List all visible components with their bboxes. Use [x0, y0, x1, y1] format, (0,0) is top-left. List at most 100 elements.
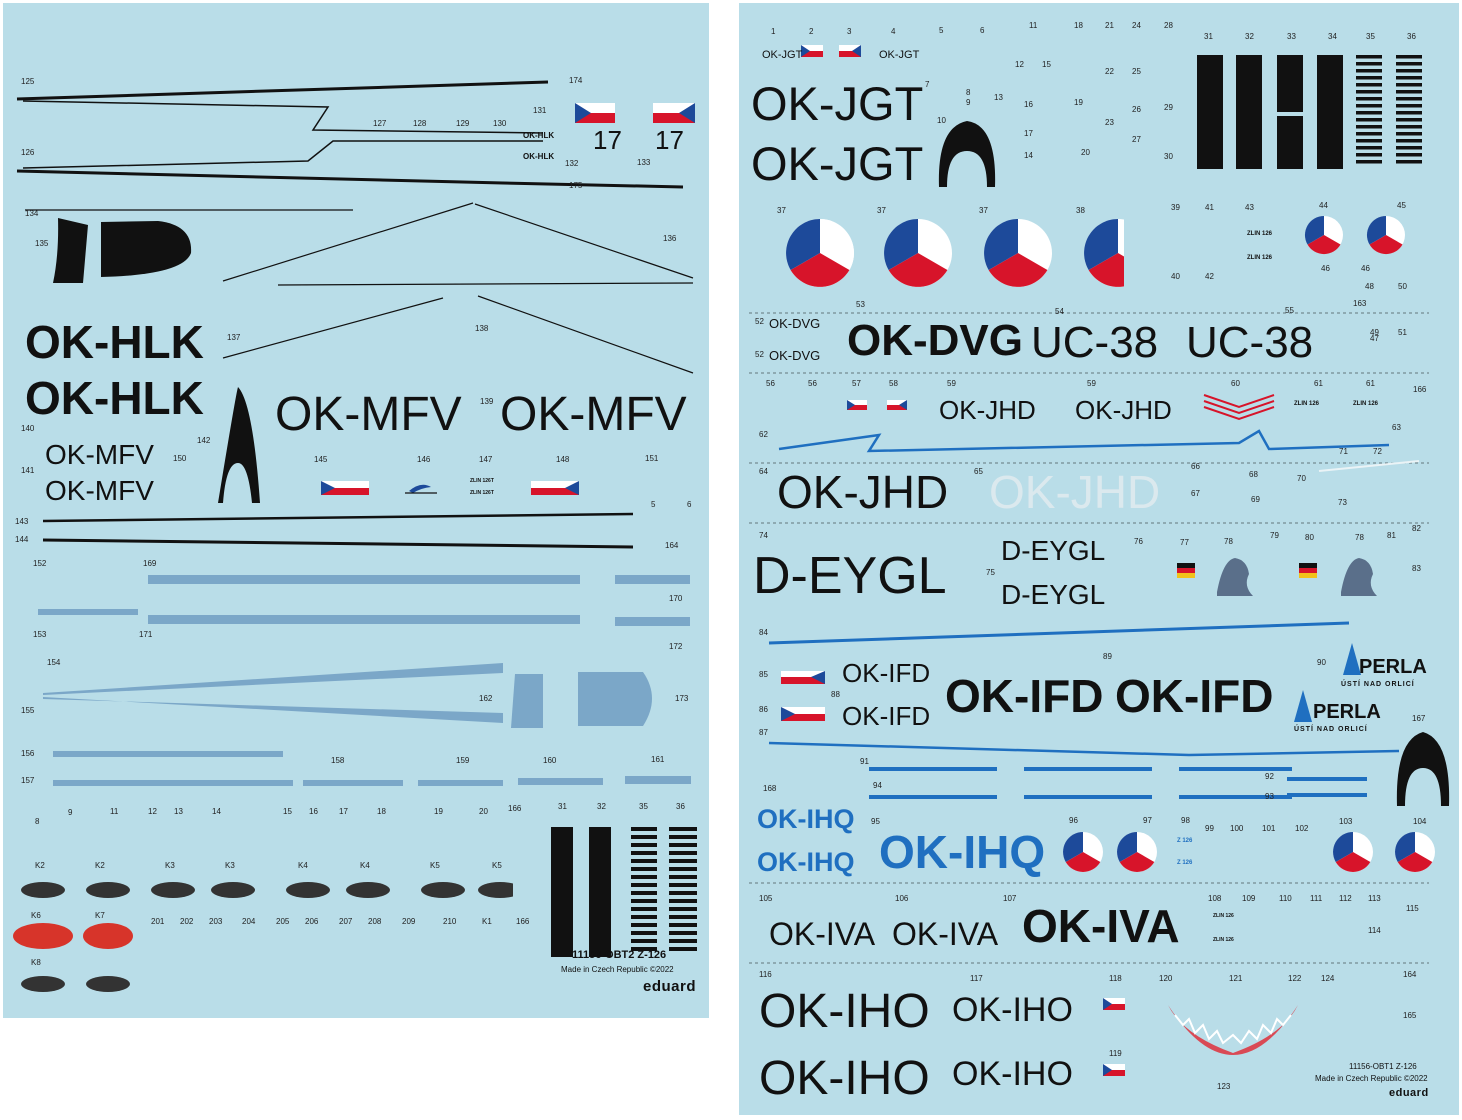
decal-number: 10	[937, 116, 946, 125]
decal-number: 41	[1205, 203, 1214, 212]
czech-flag-decal	[1103, 998, 1125, 1076]
decal-number: 35	[1366, 32, 1375, 41]
decal-number: 148	[556, 455, 570, 464]
decal-number: 153	[33, 630, 47, 639]
decal-number: 126	[21, 148, 35, 157]
registration-decal: OK-IHO	[952, 991, 1073, 1029]
walkway-bar-decals	[551, 827, 611, 957]
decal-number: 121	[1229, 974, 1243, 983]
zlin-logo-decal: ZLIN 126	[1294, 401, 1320, 407]
registration-decal: OK-JHD	[989, 466, 1161, 518]
decal-number: 24	[1132, 21, 1141, 30]
decal-number: 168	[763, 784, 777, 793]
decal-number: 175	[569, 181, 583, 190]
registration-decal: OK-DVG	[847, 316, 1023, 365]
decal-number: 146	[417, 455, 431, 464]
registration-decal: OK-IVA	[892, 916, 999, 952]
decal-number: 160	[543, 756, 557, 765]
registration-decal: OK-JHD	[777, 466, 949, 518]
decal-number: 19	[1074, 98, 1083, 107]
decal-number: 118	[1109, 974, 1122, 983]
cheatline-decals	[16, 80, 694, 549]
decal-number: 68	[1249, 470, 1258, 479]
decal-number: 205	[276, 917, 290, 926]
decal-number: 155	[21, 706, 35, 715]
decal-number: 78	[1224, 537, 1233, 546]
decal-number: 52	[755, 350, 764, 359]
stripe-decal	[303, 780, 403, 786]
wing-stripe-decal	[43, 663, 503, 723]
decal-number: 37	[777, 206, 786, 215]
stripe-decal	[53, 780, 293, 786]
decal-number: 31	[1204, 32, 1213, 41]
decal-number: 35	[639, 802, 648, 811]
decal-number: K2	[35, 861, 45, 870]
decal-number: K7	[95, 911, 105, 920]
decal-number: 8	[966, 88, 971, 97]
perla-logo-text: PERLA	[1359, 656, 1427, 678]
decal-number: 144	[15, 535, 29, 544]
decal-number: 167	[1412, 714, 1426, 723]
decal-number: 114	[1368, 926, 1381, 935]
decal-number: K8	[31, 958, 41, 967]
decal-number: 98	[1181, 816, 1190, 825]
decal-number: 8	[35, 817, 40, 826]
decal-number: 61	[1314, 379, 1323, 388]
registration-decal: OK-JGT	[751, 137, 924, 190]
decal-number: 152	[33, 559, 47, 568]
registration-decal: D-EYGL	[1001, 579, 1106, 610]
decal-number: 44	[1319, 201, 1328, 210]
decal-number: 58	[889, 379, 898, 388]
decal-number: 86	[759, 705, 768, 714]
zlin-logo-decal: ZLIN 126	[1213, 913, 1234, 919]
registration-decal: OK-MFV	[45, 475, 154, 506]
decal-number: 67	[1191, 489, 1200, 498]
german-flag-decal	[1177, 563, 1317, 578]
decal-number: 151	[645, 454, 659, 463]
tail-fin-decal	[938, 121, 996, 187]
decal-number: 169	[143, 559, 157, 568]
decal-number: 105	[759, 894, 773, 903]
decal-number: 60	[1231, 379, 1240, 388]
decal-number: 33	[1287, 32, 1296, 41]
decal-number: K4	[298, 861, 308, 870]
decal-number: 128	[413, 119, 427, 128]
decal-number: 87	[759, 728, 768, 737]
decal-number: 94	[873, 781, 882, 790]
tail-number-decal: 17	[593, 125, 622, 155]
decal-number: 42	[1205, 272, 1214, 281]
decal-number: 76	[1134, 537, 1143, 546]
decal-number: 36	[676, 802, 685, 811]
decal-number: 166	[508, 804, 522, 813]
decal-number: 131	[533, 106, 547, 115]
decal-number: 123	[1217, 1082, 1231, 1091]
registration-decal: OK-JGT	[762, 49, 803, 61]
decal-number: 206	[305, 917, 319, 926]
decal-number: K5	[492, 861, 502, 870]
decal-number: 59	[947, 379, 956, 388]
registration-decal: OK-JHD	[939, 395, 1036, 425]
decal-number: 14	[1024, 151, 1033, 160]
decal-number: 54	[1055, 307, 1064, 316]
decal-number: 56	[766, 379, 775, 388]
decal-number: 164	[665, 541, 679, 550]
decal-number: 141	[21, 466, 35, 475]
decal-number: K1	[482, 917, 492, 926]
decal-number: 63	[1392, 423, 1401, 432]
registration-decal: OK-MFV	[500, 388, 687, 441]
copyright-text: Made in Czech Republic ©2022	[561, 965, 674, 974]
decal-number: 13	[174, 807, 183, 816]
decal-number: 49	[1370, 328, 1379, 337]
instrument-panel-decals	[13, 882, 513, 992]
decal-number: 171	[139, 630, 153, 639]
decal-number: 61	[1366, 379, 1375, 388]
z126-logo-decal: Z 126	[1177, 860, 1193, 866]
registration-decal: OK-HLK	[523, 152, 555, 161]
registration-decal: D-EYGL	[1001, 535, 1106, 566]
decal-number: 17	[339, 807, 348, 816]
decal-number: 56	[808, 379, 817, 388]
registration-decal: OK-IHQ	[757, 847, 855, 877]
decal-number: 135	[35, 239, 49, 248]
decal-number: 204	[242, 917, 256, 926]
decal-number: 109	[1242, 894, 1256, 903]
